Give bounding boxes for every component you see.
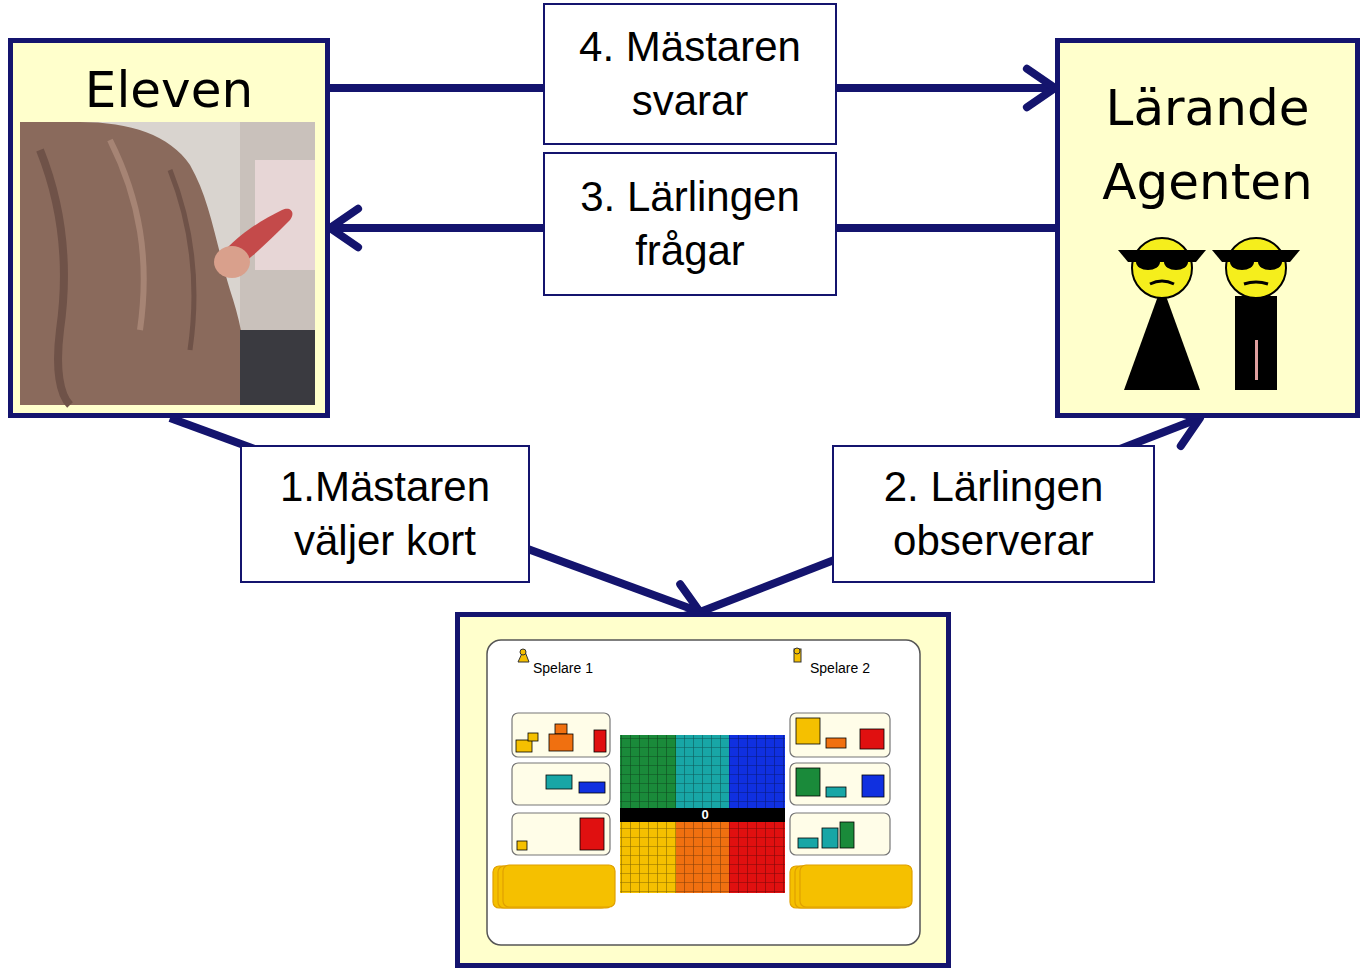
flow-arrow [170, 418, 700, 620]
drawn-rect [512, 713, 610, 757]
drawn-rect [512, 763, 610, 805]
drawn-rect [826, 738, 846, 748]
score-number: 0 [701, 808, 708, 822]
drawn-path [1118, 250, 1206, 262]
drawn-path [1212, 250, 1300, 262]
drawn-polygon [1124, 285, 1200, 390]
drawn-rect [487, 640, 920, 945]
step-label: 1.Mästaren väljer kort [240, 445, 530, 583]
drawn-rect [620, 735, 785, 893]
player-label: Spelare 1 [533, 660, 593, 676]
drawn-rect [840, 822, 854, 848]
drawn-path [110, 140, 144, 330]
step-label: 4. Mästaren svarar [543, 3, 837, 145]
step-label: 2. Lärlingen observerar [832, 445, 1155, 583]
box-title: Lärande Agenten [1060, 71, 1355, 219]
drawn-rect [796, 718, 820, 744]
drawn-rect [1235, 296, 1277, 390]
drawn-g [512, 713, 890, 855]
drawn-ellipse [1230, 254, 1254, 270]
drawn-rect [240, 330, 315, 405]
drawn-rect [240, 122, 315, 405]
drawn-rect [790, 763, 890, 805]
player-label: Spelare 2 [810, 660, 870, 676]
drawn-ellipse [214, 246, 250, 278]
drawn-g [493, 865, 912, 908]
drawn-rect [20, 122, 315, 405]
game-board [460, 617, 946, 963]
arrow-head [1027, 69, 1055, 107]
drawn-rect [800, 865, 912, 907]
drawn-circle [520, 649, 526, 655]
drawn-rect [790, 813, 890, 855]
agent-box: Lärande Agenten [1055, 38, 1360, 418]
drawn-rect [528, 733, 538, 741]
board-box: Spelare 1 Spelare 2 0 [455, 612, 951, 968]
drawn-rect [862, 775, 884, 797]
drawn-path [170, 170, 194, 350]
pupil-box: Eleven [8, 38, 330, 418]
drawn-rect [826, 787, 846, 797]
drawn-rect [860, 729, 884, 749]
drawn-rect [798, 838, 818, 848]
drawn-path [1150, 281, 1174, 284]
drawn-rect [512, 813, 610, 855]
drawn-ellipse [1136, 254, 1160, 270]
drawn-path [1244, 282, 1268, 284]
drawn-path [20, 122, 246, 405]
arrow-head [330, 209, 358, 247]
drawn-rect [546, 775, 572, 789]
drawn-rect [580, 818, 604, 850]
drawn-rect [790, 713, 890, 757]
drawn-ellipse [1258, 254, 1282, 270]
drawn-rect [516, 740, 532, 752]
drawn-path [40, 150, 70, 405]
drawn-rect [794, 649, 801, 662]
drawn-rect [555, 724, 567, 734]
drawn-circle [1132, 238, 1192, 298]
drawn-circle [794, 648, 800, 654]
drawn-ellipse [1164, 254, 1188, 270]
arrow-line [700, 418, 1200, 612]
drawn-rect [594, 730, 606, 752]
drawn-rect [503, 865, 615, 907]
arrow-line [170, 418, 700, 612]
drawn-rect [517, 841, 527, 850]
drawn-rect [1255, 340, 1258, 380]
drawn-rect [620, 808, 785, 822]
step-label: 3. Lärlingen frågar [543, 152, 837, 296]
flow-arrow [700, 410, 1200, 612]
drawn-rect [549, 734, 573, 751]
drawn-rect [579, 782, 605, 793]
drawn-path [518, 649, 529, 662]
box-title: Eleven [13, 53, 325, 127]
drawn-rect [822, 828, 838, 848]
drawn-circle [1226, 238, 1286, 298]
drawn-rect [796, 768, 820, 796]
drawn-g [516, 718, 884, 850]
